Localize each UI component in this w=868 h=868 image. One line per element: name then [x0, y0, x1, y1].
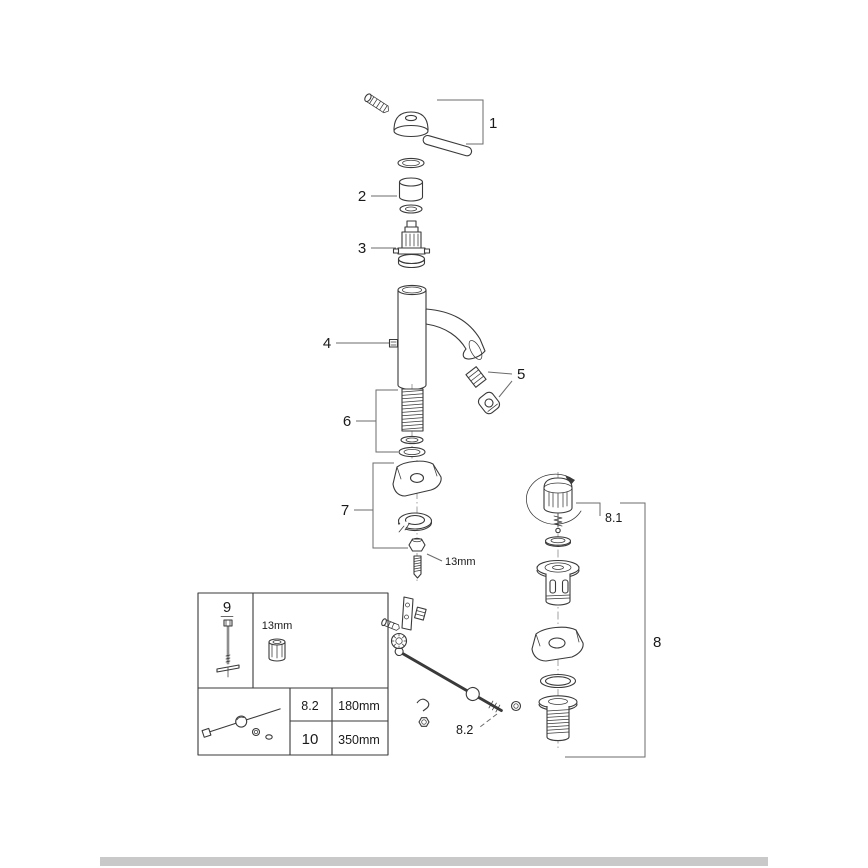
- table-row-2-part: 10: [302, 731, 319, 748]
- callout-5: 5: [487, 366, 525, 398]
- drain-flange-drawing: [536, 559, 580, 606]
- callout-4: 4: [323, 335, 389, 352]
- callout-4-label: 4: [323, 335, 331, 352]
- callout-3-label: 3: [358, 240, 366, 257]
- drain-wedge-gasket-drawing: [531, 626, 584, 662]
- callout-1: 1: [437, 99, 497, 145]
- long-rod-drawing: [201, 708, 281, 740]
- aerator-parts-drawing: [465, 366, 501, 415]
- table-row-1-length: 180mm: [338, 699, 380, 713]
- callout-8-2: 8.2: [456, 713, 498, 737]
- callout-2-label: 2: [358, 188, 366, 205]
- table-row-2-length: 350mm: [338, 733, 380, 747]
- callout-7-label: 7: [341, 502, 349, 519]
- callout-5-label: 5: [517, 366, 525, 383]
- rod-length-table: 8.2 180mm 10 350mm: [301, 699, 380, 748]
- rod-linkage-hardware-drawing: [381, 596, 427, 650]
- footer-bar: [100, 857, 768, 866]
- drain-tailpiece-drawing: [538, 695, 578, 742]
- handle-screw-drawing: [364, 93, 389, 114]
- mounting-hardware-drawing: [392, 460, 442, 579]
- callout-2: 2: [358, 188, 397, 205]
- callout-9-label: 9: [223, 599, 231, 616]
- socket-wrench-size-label: 13mm: [262, 620, 293, 632]
- table-row-1-part: 8.2: [301, 699, 318, 713]
- callout-1-label: 1: [489, 115, 497, 132]
- drain-plug-drawing: [526, 473, 582, 547]
- callout-8: 8: [565, 502, 661, 758]
- popup-rod-drawing: [394, 646, 522, 713]
- callout-8-1: 8.1: [576, 502, 622, 525]
- callout-7: 7: [341, 462, 408, 549]
- drain-o-ring-drawing: [539, 673, 577, 689]
- callout-6: 6: [343, 389, 398, 453]
- tools-and-spares-box: 9 13mm: [197, 592, 389, 756]
- nut-wrench-size-label: 13mm: [445, 556, 476, 568]
- escutcheon-rings-drawing: [397, 157, 425, 214]
- rod-clip-and-nut-drawing: [416, 698, 430, 727]
- nut-wrench-size-annotation: 13mm: [426, 553, 476, 568]
- callout-8-1-label: 8.1: [605, 511, 622, 525]
- faucet-body-drawing: [388, 284, 486, 391]
- handle-lever-drawing: [393, 111, 473, 157]
- callout-3: 3: [358, 240, 396, 257]
- callout-8-label: 8: [653, 634, 661, 651]
- fixing-bolt-drawing: [216, 619, 240, 678]
- callout-8-2-label: 8.2: [456, 723, 473, 737]
- socket-tool-drawing: [268, 638, 286, 662]
- callout-6-label: 6: [343, 413, 351, 430]
- mounting-shank-drawing: [398, 388, 426, 458]
- cartridge-drawing: [392, 220, 431, 269]
